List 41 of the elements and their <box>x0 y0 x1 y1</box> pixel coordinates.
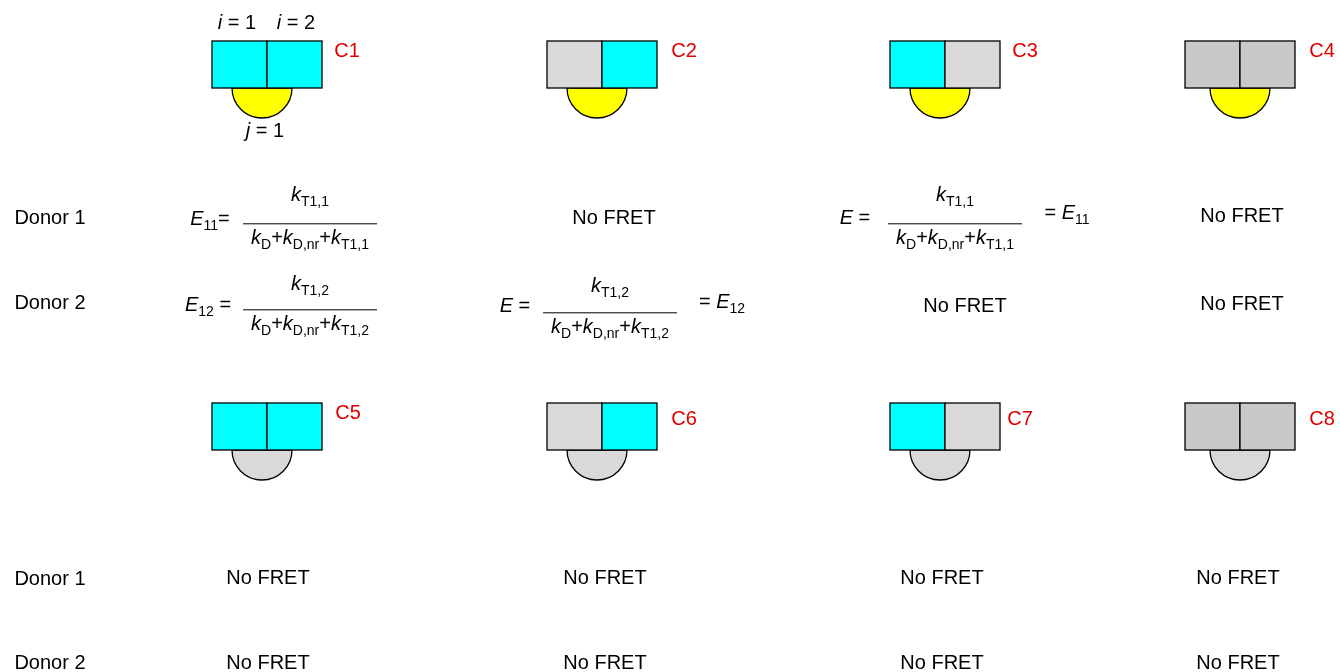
row-label: Donor 2 <box>14 291 86 313</box>
result-text: No FRET <box>1196 566 1280 588</box>
formula-numerator: k$_{T1,1}$ <box>936 182 974 210</box>
formula-numerator: k$_{T1,2}$ <box>291 271 329 299</box>
result-text: No FRET <box>226 566 310 588</box>
formula-text: E$_{12}$ = <box>184 292 232 320</box>
formula-text: i = 1 <box>217 11 257 33</box>
complex-label: C7 <box>1007 407 1033 429</box>
row-label: Donor 2 <box>14 651 86 672</box>
formula-denominator: k$_{D}$+k$_{D,nr}$+k$_{T1,1}$ <box>888 223 1022 253</box>
complex-label: C1 <box>334 39 360 61</box>
row-label: Donor 1 <box>14 567 86 589</box>
complex-label: C6 <box>671 407 697 429</box>
result-text: No FRET <box>1196 651 1280 672</box>
result-text: No FRET <box>1200 204 1284 226</box>
result-text: No FRET <box>563 651 647 672</box>
formula-numerator: k$_{T1,1}$ <box>291 182 329 210</box>
result-text: No FRET <box>1200 292 1284 314</box>
complex-label: C3 <box>1012 39 1038 61</box>
complex-label: C8 <box>1309 407 1335 429</box>
result-text: No FRET <box>572 206 656 228</box>
complex-label: C5 <box>335 401 361 423</box>
formula-denominator: k$_{D}$+k$_{D,nr}$+k$_{T1,2}$ <box>543 312 677 342</box>
formula-text: E = <box>839 206 871 228</box>
formula-text: i = 2 <box>276 11 316 33</box>
result-text: No FRET <box>226 651 310 672</box>
complex-label: C4 <box>1309 39 1335 61</box>
formula-text: = E$_{11}$ <box>1044 200 1090 228</box>
formula-text: = E$_{12}$ <box>698 289 746 317</box>
result-text: No FRET <box>900 566 984 588</box>
formula-denominator: k$_{D}$+k$_{D,nr}$+k$_{T1,1}$ <box>243 223 377 253</box>
result-text: No FRET <box>900 651 984 672</box>
formula-numerator: k$_{T1,2}$ <box>591 273 629 301</box>
formula-denominator: k$_{D}$+k$_{D,nr}$+k$_{T1,2}$ <box>243 309 377 339</box>
result-text: No FRET <box>563 566 647 588</box>
row-label: Donor 1 <box>14 206 86 228</box>
result-text: No FRET <box>923 294 1007 316</box>
formula-text: E = <box>499 294 531 316</box>
formula-text: j = 1 <box>245 119 285 141</box>
formula-text: E$_{11}$= <box>190 206 230 234</box>
complex-label: C2 <box>671 39 697 61</box>
